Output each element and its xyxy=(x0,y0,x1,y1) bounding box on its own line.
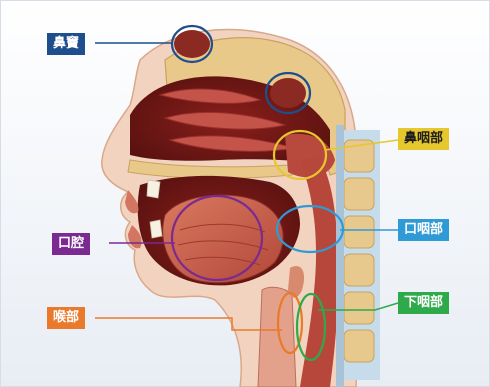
upper-teeth xyxy=(147,180,160,198)
cervical-spine xyxy=(336,125,380,387)
label-nasopharynx: 鼻咽部 xyxy=(398,128,449,150)
tongue xyxy=(163,195,283,283)
frontal-sinus-cavity xyxy=(174,30,210,58)
label-oral-cavity: 口腔 xyxy=(52,233,90,255)
label-larynx: 喉部 xyxy=(47,307,85,329)
larynx-trachea xyxy=(258,287,296,387)
lower-teeth xyxy=(150,220,162,238)
label-oropharynx: 口咽部 xyxy=(398,219,449,241)
sphenoid-sinus-cavity xyxy=(270,78,306,108)
label-hypopharynx: 下咽部 xyxy=(398,292,449,314)
label-nasal-sinus: 鼻竇 xyxy=(47,33,85,55)
